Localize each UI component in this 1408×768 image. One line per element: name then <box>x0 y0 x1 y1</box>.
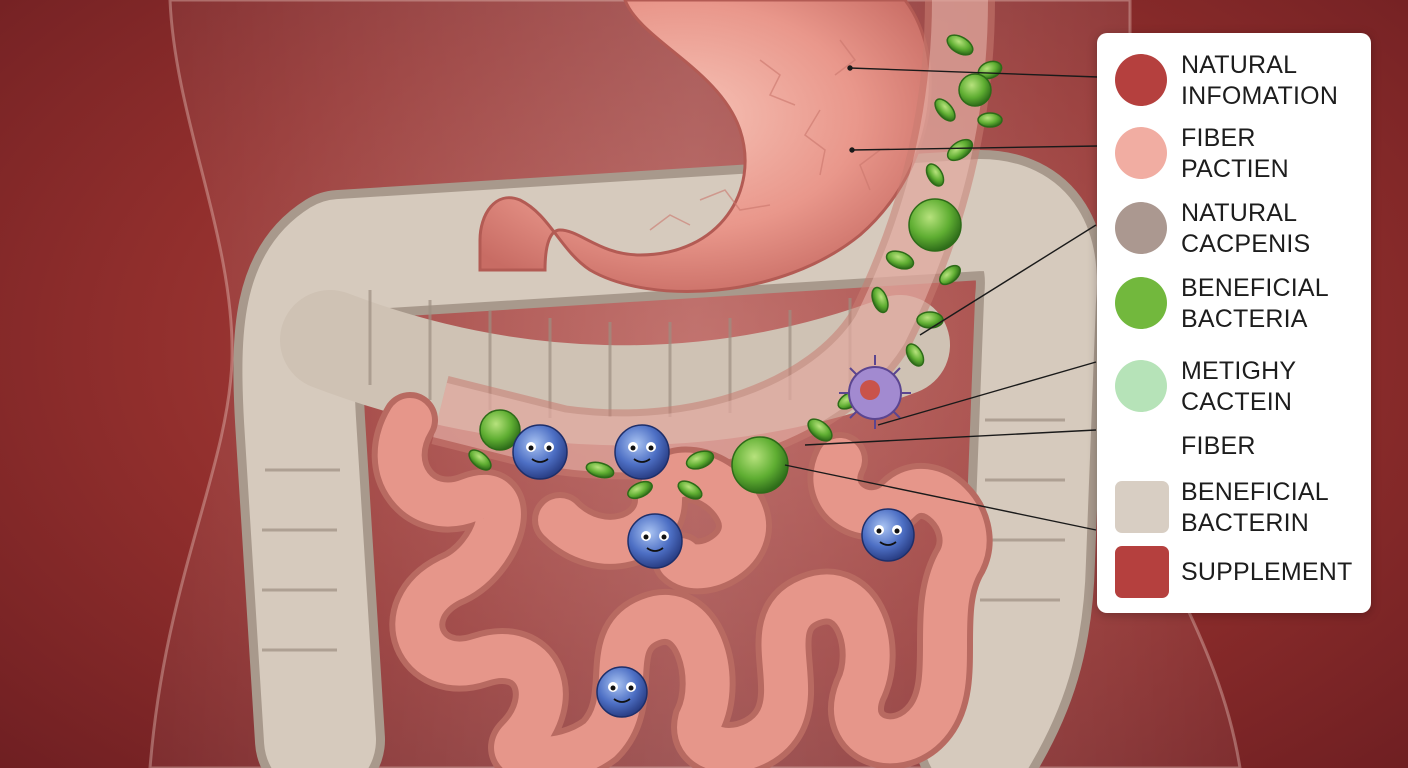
legend-item: SUPPLEMENT <box>1097 542 1371 602</box>
leader-line <box>784 464 1097 531</box>
legend-swatch <box>1115 277 1167 329</box>
probiotic-character <box>861 508 915 562</box>
stomach <box>478 0 932 294</box>
legend-swatch <box>1115 546 1169 598</box>
legend-swatch <box>1115 202 1167 254</box>
pathogen-cell <box>839 355 911 429</box>
legend-label: SUPPLEMENT <box>1181 558 1353 586</box>
leader-lines <box>784 65 1099 531</box>
legend-swatch <box>1115 360 1167 412</box>
legend-swatch <box>1115 481 1169 533</box>
probiotic-characters <box>512 424 915 718</box>
probiotic-character <box>512 424 568 480</box>
small-intestine <box>371 392 993 768</box>
leader-line <box>877 361 1097 426</box>
legend-swatch <box>1115 127 1167 179</box>
legend-swatch <box>1115 54 1167 106</box>
leader-line <box>849 67 1099 78</box>
leader-line <box>804 429 1097 446</box>
legend-item: FIBER <box>1097 416 1371 476</box>
leader-line <box>851 145 1099 151</box>
leader-line <box>919 224 1097 336</box>
legend-label: FIBER <box>1181 432 1256 460</box>
probiotic-character <box>627 513 683 569</box>
probiotic-character <box>614 424 670 480</box>
probiotic-character <box>596 666 648 718</box>
